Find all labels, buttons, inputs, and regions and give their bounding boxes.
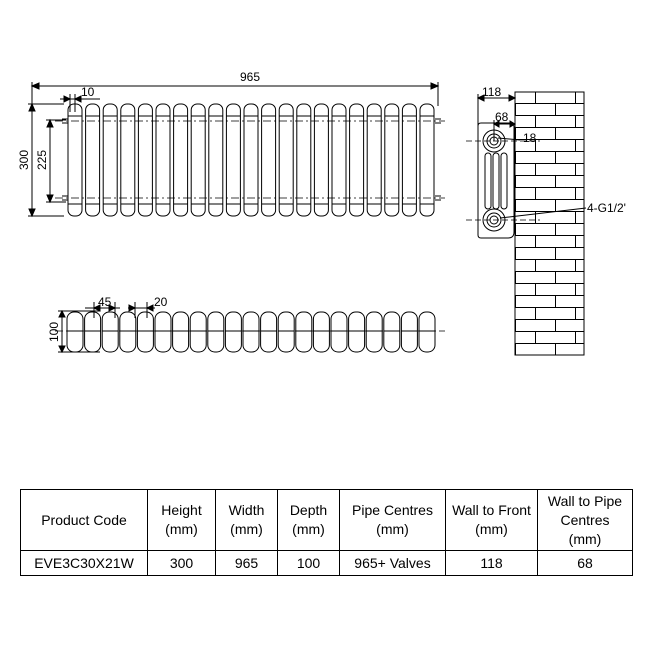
cell-pipe-centres: 965+ Valves xyxy=(339,550,446,576)
plan-column xyxy=(348,311,366,353)
side-view: 118 68 18 4-G1/2' xyxy=(466,85,626,356)
header-pipe-centres: Pipe Centres(mm) xyxy=(339,489,446,551)
front-column xyxy=(349,103,365,217)
dim-end-offset-label: 10 xyxy=(81,85,95,99)
plan-column xyxy=(207,311,225,353)
front-column xyxy=(155,103,171,217)
front-elevation: 965 10 300 225 xyxy=(17,70,445,218)
front-column xyxy=(225,103,241,217)
dim-pipe-centres-label: 225 xyxy=(35,150,49,170)
front-column xyxy=(296,103,312,217)
front-column xyxy=(190,103,206,217)
front-column xyxy=(102,103,118,217)
pipe-connections xyxy=(466,129,540,232)
dim-wall-to-front-label: 118 xyxy=(482,85,501,99)
cell-height: 300 xyxy=(147,550,216,576)
cell-wall-to-front: 118 xyxy=(445,550,538,576)
dim-height-label: 300 xyxy=(17,150,31,170)
front-column xyxy=(331,103,347,217)
dim-height xyxy=(28,102,64,218)
plan-column xyxy=(242,311,260,353)
header-width: Width(mm) xyxy=(215,489,278,551)
plan-column xyxy=(84,311,102,353)
connection-label: 4-G1/2' xyxy=(587,201,626,215)
dim-pipe-offset-label: 18 xyxy=(523,131,537,145)
plan-column xyxy=(383,311,401,353)
front-column xyxy=(243,103,259,217)
front-column xyxy=(173,103,189,217)
front-column xyxy=(208,103,224,217)
plan-column xyxy=(154,311,172,353)
radiator-side-profile xyxy=(477,122,515,239)
header-product-code: Product Code xyxy=(20,489,148,551)
front-column xyxy=(85,103,101,217)
plan-view: 45 20 100 xyxy=(47,295,445,354)
cell-wall-to-pipe-centres: 68 xyxy=(537,550,633,576)
cell-depth: 100 xyxy=(277,550,340,576)
front-column xyxy=(313,103,329,217)
dim-wall-to-front xyxy=(476,94,517,128)
plan-column xyxy=(330,311,348,353)
dim-depth-label: 100 xyxy=(47,322,61,342)
plan-columns xyxy=(66,311,436,353)
front-column xyxy=(366,103,382,217)
plan-column xyxy=(189,311,207,353)
plan-column xyxy=(260,311,278,353)
plan-column xyxy=(365,311,383,353)
front-column xyxy=(120,103,136,217)
spec-header-row: Product Code Height(mm) Width(mm) Depth(… xyxy=(20,489,633,551)
front-column xyxy=(137,103,153,217)
front-column xyxy=(419,103,435,217)
plan-column xyxy=(66,311,84,353)
plan-column xyxy=(224,311,242,353)
header-height: Height(mm) xyxy=(147,489,216,551)
dim-pipe-offset-leader xyxy=(497,137,521,141)
dim-wall-to-pipe xyxy=(493,120,516,141)
spec-data-row: EVE3C30X21W 300 965 100 965+ Valves 118 … xyxy=(20,550,633,576)
plan-column xyxy=(172,311,190,353)
dim-end-offset xyxy=(60,94,100,112)
connection-leader xyxy=(499,207,587,219)
front-column xyxy=(384,103,400,217)
dim-width xyxy=(30,82,440,106)
radiator-technical-drawing: 965 10 300 225 xyxy=(17,70,626,356)
plan-column xyxy=(101,311,119,353)
plan-column xyxy=(277,311,295,353)
cell-width: 965 xyxy=(215,550,278,576)
front-column xyxy=(261,103,277,217)
plan-column xyxy=(400,311,418,353)
dim-width-label: 965 xyxy=(240,70,260,84)
spec-table: Product Code Height(mm) Width(mm) Depth(… xyxy=(20,489,633,576)
dim-section-pitch-label: 45 xyxy=(98,295,112,309)
front-pipe-stubs xyxy=(55,118,445,201)
header-wall-to-front: Wall to Front(mm) xyxy=(445,489,538,551)
brick-wall xyxy=(514,91,585,356)
dim-depth xyxy=(58,309,100,354)
front-column xyxy=(278,103,294,217)
header-depth: Depth(mm) xyxy=(277,489,340,551)
dim-section-pitch xyxy=(85,302,120,318)
dim-wall-to-pipe-label: 68 xyxy=(495,110,509,124)
plan-column xyxy=(136,311,154,353)
dim-gap xyxy=(128,302,155,318)
front-column xyxy=(401,103,417,217)
dim-pipe-centres xyxy=(46,118,66,204)
plan-column xyxy=(295,311,313,353)
plan-column xyxy=(418,311,436,353)
plan-column xyxy=(119,311,137,353)
front-columns xyxy=(67,103,435,217)
cell-product-code: EVE3C30X21W xyxy=(20,550,148,576)
dim-gap-label: 20 xyxy=(154,295,168,309)
plan-column xyxy=(312,311,330,353)
